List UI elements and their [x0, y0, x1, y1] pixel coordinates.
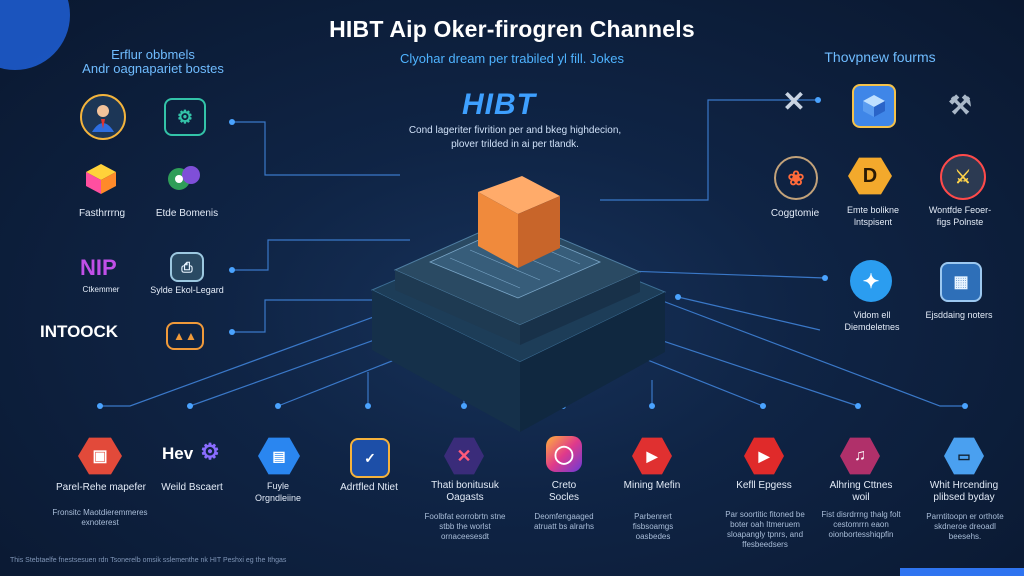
right-label-1: Coggtomie [770, 208, 820, 219]
bottom-desc-1: Fronsitc Maotdieremmeres exnoterest [52, 508, 148, 527]
tools-icon: ⚒ [948, 89, 972, 120]
center-description: Cond lageriter fivrition per and bkeg hi… [408, 125, 622, 150]
printer-icon: ⎙ [170, 252, 204, 282]
connector-left-3 [232, 299, 420, 333]
bottom-desc-9: Fist disrdrrng thalg folt cestomrrn eaon… [821, 510, 901, 539]
brand-logo: HIBT [462, 88, 536, 121]
chart-square-icon: ✓ [350, 438, 390, 478]
bottom-desc-7: Parbenrert fisbsoamgs oasbedes [632, 512, 674, 541]
left-label-1: Fasthrrrng [78, 208, 126, 219]
connector-bottom-9 [629, 329, 859, 407]
connector-right-3 [677, 296, 821, 331]
intoock-wordmark: INTOOCK [40, 322, 119, 341]
bottom-label-8: Kefll Epgess [736, 480, 792, 491]
cube-icon [478, 176, 560, 268]
left-label-4: Sylde Ekol-Legard [150, 285, 224, 295]
grid-panel-icon: ▦ [940, 262, 982, 302]
bottom-label-4: Adrtfled Ntiet [340, 482, 398, 493]
bottom-label-3: Fuyle Orgndleiine [254, 481, 302, 503]
nip-wordmark: NIP [80, 255, 117, 280]
avatar-icon [80, 94, 126, 140]
right-label-4: Vidom ell Diemdeletnes [844, 310, 900, 332]
connector-left-2 [232, 239, 410, 271]
right-section-heading: Thovpnew fourms [824, 49, 936, 65]
screen-hex-icon: ▭ [944, 437, 984, 475]
right-label-3: Wontfde Feoer-figs Polnste [928, 205, 992, 227]
chat-bubbles-icon [166, 162, 202, 196]
connector-right-1 [600, 99, 818, 201]
footer-note: This Stebtaelfe fnestsesuen rdn Tsonerel… [10, 557, 287, 564]
gear-chat-icon: ⚙ [164, 98, 206, 136]
connector-bottom-10 [659, 299, 965, 407]
x-logo-icon: ✕ [782, 85, 806, 117]
right-label-5: Ejsddaing noters [925, 310, 993, 320]
hev-wordmark: Hev [162, 444, 194, 463]
bottom-desc-10: Parntitoopn er orthote skdneroe dreoadl … [926, 512, 1004, 541]
connector-bottom-1 [100, 299, 421, 407]
play-hex-icon: ▶ [632, 437, 672, 475]
footer-accent-bar [900, 568, 1024, 576]
video-hex-icon: ▶ [744, 437, 784, 475]
bot-cube-icon [852, 84, 896, 128]
bottom-label-2: Weild Bscaert [161, 482, 223, 493]
bottom-label-5: Thati bonitusuk Oagasts [431, 480, 499, 503]
bottom-label-6: Creto Socles [548, 480, 579, 503]
bottom-label-1: Parel-Rehe mapefer [55, 482, 147, 493]
bottom-label-7: Mining Mefin [623, 480, 681, 491]
central-platform [370, 217, 667, 432]
left-label-3: Ctkemmer [82, 285, 120, 294]
bug-icon: ❀ [774, 156, 818, 200]
music-hex-icon: ♫ [840, 437, 880, 475]
page-subtitle: Clyohar dream per trabiled yl fill. Joke… [400, 51, 624, 66]
bottom-label-10: Whit Hrcending plibsed byday [929, 480, 999, 503]
photo-hex-icon: ▣ [78, 437, 122, 475]
bottom-desc-8: Par soortitic fitoned be boter oah Itmer… [725, 510, 805, 549]
sword-badge-icon: ⚔ [940, 154, 986, 200]
cube-logo-icon [84, 162, 118, 196]
gear-chip-icon: ⚙ [200, 439, 220, 464]
bird-icon: ✦ [850, 260, 892, 302]
doc-hex-icon: ▤ [258, 437, 300, 475]
connector-left-1 [232, 121, 400, 176]
bottom-label-9: Alhring Cttnes woil [829, 480, 893, 503]
bottom-desc-6: Deomfengaaged atruatt bs alrarhs [533, 512, 595, 531]
page-title: HIBT Aip Oker-firogren Channels [329, 16, 695, 42]
camera-icon: ◯ [546, 436, 582, 472]
bottom-desc-5: Foolbfat eorrobrtn stne stbb the worlst … [424, 512, 506, 541]
fire-bars-icon: ▲▲ [166, 322, 204, 350]
right-label-2: Emte bolikne lntspisent [846, 205, 900, 227]
left-label-2: Etde Bomenis [155, 208, 219, 219]
left-section-heading: Erflur obbmels Andr oagnapariet bostes [82, 47, 224, 76]
